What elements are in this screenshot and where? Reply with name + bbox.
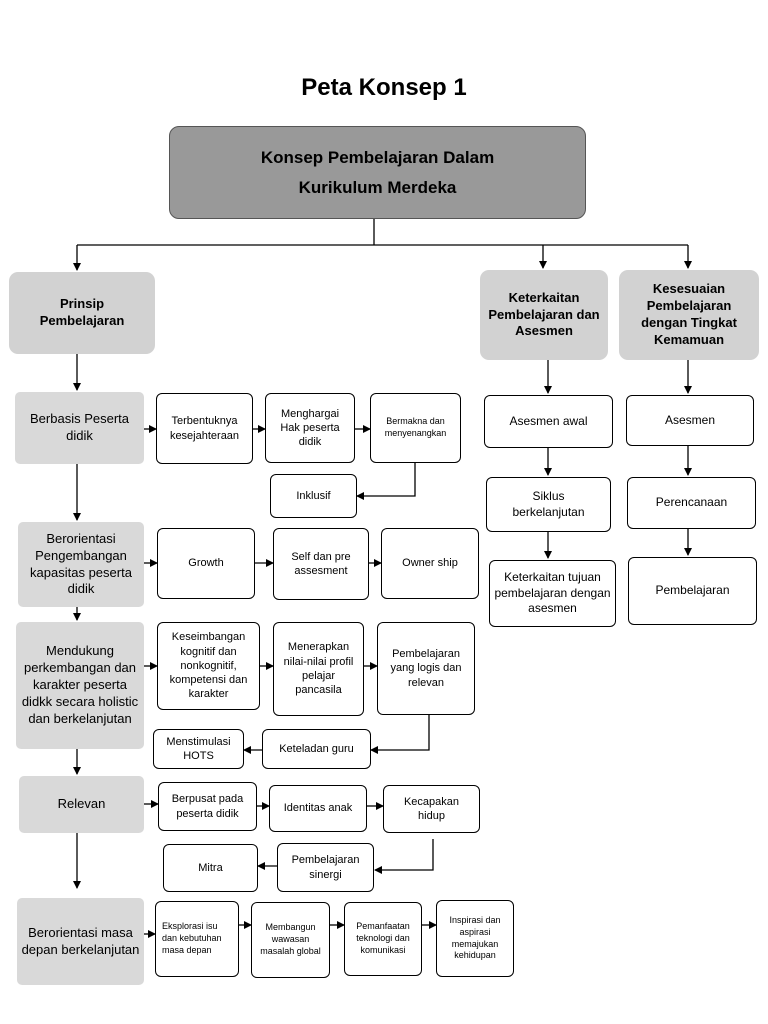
node-inspirasi-aspirasi: Inspirasi dan aspirasi memajukan kehidup…: [436, 900, 514, 977]
header-kesesuaian: Kesesuaian Pembelajaran dengan Tingkat K…: [619, 270, 759, 360]
category-mendukung-perkembangan: Mendukung perkembangan dan karakter pese…: [16, 622, 144, 749]
node-owner-ship: Owner ship: [381, 528, 479, 599]
root-line-2: Kurikulum Merdeka: [298, 177, 457, 197]
node-keseimbangan-kognitif: Keseimbangan kognitif dan nonkognitif, k…: [157, 622, 260, 710]
node-asesmen: Asesmen: [626, 395, 754, 446]
node-asesmen-awal: Asesmen awal: [484, 395, 613, 448]
node-growth: Growth: [157, 528, 255, 599]
node-pemanfaatan-teknologi: Pemanfaatan teknologi dan komunikasi: [344, 902, 422, 976]
node-pembelajaran-sinergi: Pembelajaran sinergi: [277, 843, 374, 892]
node-kecapakan-hidup: Kecapakan hidup: [383, 785, 480, 833]
node-eksplorasi-isu: Eksplorasi isu dan kebutuhan masa depan: [155, 901, 239, 977]
page-title: Peta Konsep 1: [301, 74, 467, 101]
node-siklus-berkelanjutan: Siklus berkelanjutan: [486, 477, 611, 532]
node-inklusif: Inklusif: [270, 474, 357, 518]
node-bermakna-menyenangkan: Bermakna dan menyenangkan: [370, 393, 461, 463]
node-pembelajaran: Pembelajaran: [628, 557, 757, 625]
node-menstimulasi-hots: Menstimulasi HOTS: [153, 729, 244, 769]
category-berorientasi-pengembangan: Berorientasi Pengembangan kapasitas pese…: [18, 522, 144, 607]
category-berbasis-peserta-didik: Berbasis Peserta didik: [15, 392, 144, 464]
node-membangun-wawasan: Membangun wawasan masalah global: [251, 902, 330, 978]
header-keterkaitan: Keterkaitan Pembelajaran dan Asesmen: [480, 270, 608, 360]
node-berpusat-peserta-didik: Berpusat pada peserta didik: [158, 782, 257, 831]
node-mitra: Mitra: [163, 844, 258, 892]
node-identitas-anak: Identitas anak: [269, 785, 367, 832]
category-berorientasi-masa-depan: Berorientasi masa depan berkelanjutan: [17, 898, 144, 985]
node-menerapkan-nilai: Menerapkan nilai-nilai profil pelajar pa…: [273, 622, 364, 716]
node-menghargai-hak: Menghargai Hak peserta didik: [265, 393, 355, 463]
root-concept-box: Konsep Pembelajaran Dalam Kurikulum Merd…: [169, 126, 586, 219]
node-pembelajaran-logis: Pembelajaran yang logis dan relevan: [377, 622, 475, 715]
header-prinsip: Prinsip Pembelajaran: [9, 272, 155, 354]
node-keteladan-guru: Keteladan guru: [262, 729, 371, 769]
node-self-pre-assesment: Self dan pre assesment: [273, 528, 369, 600]
node-perencanaan: Perencanaan: [627, 477, 756, 529]
node-keterkaitan-tujuan: Keterkaitan tujuan pembelajaran dengan a…: [489, 560, 616, 627]
category-relevan: Relevan: [19, 776, 144, 833]
node-terbentuknya-kesejahteraan: Terbentuknya kesejahteraan: [156, 393, 253, 464]
root-line-1: Konsep Pembelajaran Dalam: [260, 147, 495, 167]
